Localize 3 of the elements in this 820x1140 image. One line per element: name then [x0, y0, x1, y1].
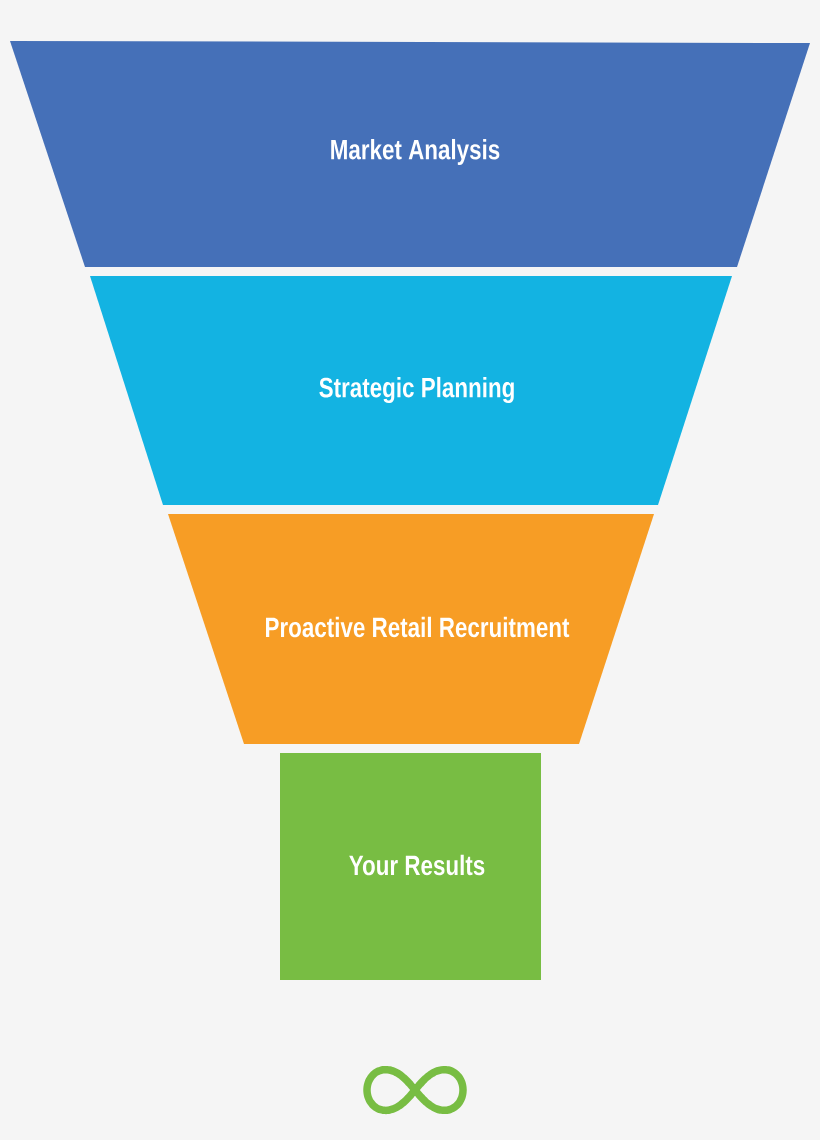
funnel-band: Proactive Retail Recruitment [168, 514, 654, 744]
result-box: Your Results [280, 753, 541, 980]
funnel-band: Strategic Planning [90, 276, 732, 505]
